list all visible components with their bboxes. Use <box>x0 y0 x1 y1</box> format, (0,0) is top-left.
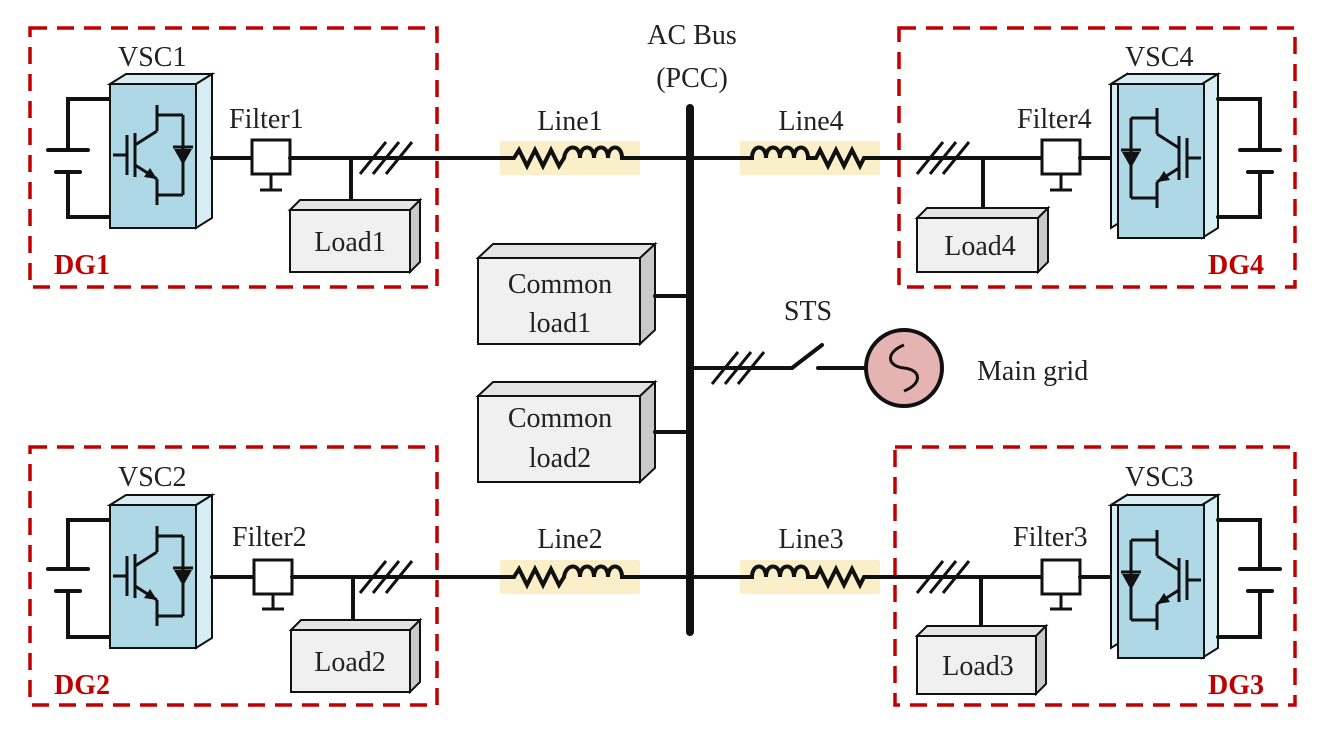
filter4-icon <box>1040 138 1082 192</box>
dg4-label: DG4 <box>1208 250 1264 281</box>
vsc3-label: VSC3 <box>1125 462 1193 493</box>
dg4-battery-icon <box>1238 148 1282 174</box>
vsc3-block <box>1107 493 1222 660</box>
bus-subtitle: (PCC) <box>656 63 728 94</box>
line3-label: Line3 <box>778 524 843 555</box>
sts-switch-icon <box>790 343 824 370</box>
main-grid-source-icon <box>864 328 944 408</box>
load4-label: Load4 <box>944 231 1016 262</box>
vsc1-block <box>106 72 216 230</box>
dg3-boundary <box>893 445 1297 707</box>
dg1-unit: VSC1 Filter1 Load1 <box>28 26 502 289</box>
line3-impedance-icon <box>738 558 882 596</box>
common-load2-line2: load2 <box>529 443 591 474</box>
bus-title: AC Bus <box>647 20 736 51</box>
common-load2-box: Common load2 <box>475 379 658 485</box>
filter1-icon <box>250 138 292 192</box>
load2-label: Load2 <box>314 647 386 678</box>
main-grid-label: Main grid <box>977 356 1088 387</box>
filter1-label: Filter1 <box>229 104 304 135</box>
dg2-boundary <box>28 445 439 707</box>
filter4-label: Filter4 <box>1017 104 1092 135</box>
filter2-label: Filter2 <box>232 522 307 553</box>
line1-impedance-icon <box>498 139 642 177</box>
line4-impedance-icon <box>738 139 882 177</box>
load3-box: Load3 <box>914 623 1049 697</box>
load1-box: Load1 <box>287 197 423 275</box>
load4-box: Load4 <box>914 205 1051 275</box>
line2-impedance-icon <box>498 558 642 596</box>
filter2-icon <box>252 558 294 611</box>
vsc2-block <box>106 493 216 650</box>
line4-label: Line4 <box>778 106 843 137</box>
common-load1-box: Common load1 <box>475 241 658 347</box>
common-load1-line2: load1 <box>529 308 591 339</box>
dg4-unit: VSC4 Load4 Filter4 DG4 <box>878 26 1297 289</box>
vsc4-block <box>1107 72 1222 240</box>
dg3-battery-icon <box>1238 567 1282 593</box>
dg1-battery-icon <box>46 148 90 174</box>
vsc2-label: VSC2 <box>118 462 186 493</box>
sts-label: STS <box>784 296 832 327</box>
line1-label: Line1 <box>537 106 602 137</box>
vsc4-label: VSC4 <box>1125 42 1193 73</box>
dg2-battery-icon <box>46 567 90 593</box>
dg2-unit: VSC2 Filter2 Load2 DG2 <box>28 445 502 707</box>
common-load2-line1: Common <box>508 403 612 434</box>
dg1-boundary <box>28 26 439 289</box>
dg3-unit: VSC3 Load3 Filter3 DG3 <box>878 445 1297 707</box>
filter3-label: Filter3 <box>1013 522 1088 553</box>
filter3-icon <box>1040 558 1082 611</box>
load1-label: Load1 <box>314 227 386 258</box>
line2-label: Line2 <box>537 524 602 555</box>
dg1-label: DG1 <box>54 250 110 281</box>
dg2-label: DG2 <box>54 670 110 701</box>
common-load1-line1: Common <box>508 269 612 300</box>
dg4-boundary <box>897 26 1297 289</box>
load2-box: Load2 <box>288 617 423 695</box>
load3-label: Load3 <box>942 651 1014 682</box>
vsc1-label: VSC1 <box>118 42 186 73</box>
dg3-label: DG3 <box>1208 670 1264 701</box>
